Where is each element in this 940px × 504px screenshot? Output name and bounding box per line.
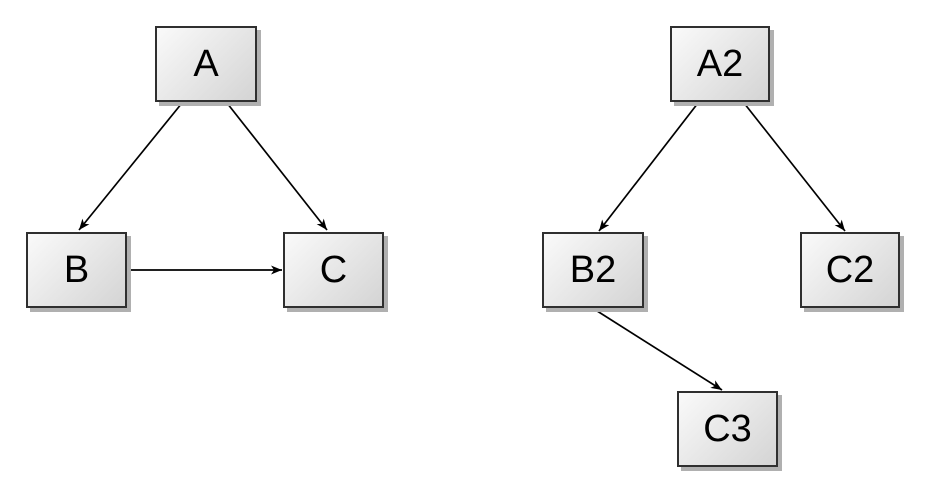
node-C2[interactable]: C2 — [800, 232, 900, 308]
edge-B2-C3 — [593, 308, 723, 391]
edge-A2-C2 — [743, 102, 846, 232]
edges-group — [78, 102, 846, 391]
node-label-C3: C3 — [703, 408, 752, 450]
node-B2[interactable]: B2 — [542, 232, 644, 308]
edge-A2-B2 — [598, 102, 699, 232]
node-label-A: A — [193, 43, 219, 85]
node-label-B: B — [63, 249, 90, 291]
node-A2[interactable]: A2 — [670, 26, 770, 102]
node-C3[interactable]: C3 — [677, 391, 778, 467]
edge-A-C — [226, 102, 328, 231]
node-C[interactable]: C — [283, 232, 384, 308]
node-B[interactable]: B — [26, 232, 127, 308]
node-label-C: C — [319, 249, 348, 291]
node-label-A2: A2 — [696, 43, 744, 85]
node-A[interactable]: A — [155, 26, 257, 102]
node-label-C2: C2 — [825, 249, 875, 291]
node-label-B2: B2 — [569, 249, 617, 291]
edge-A-B — [78, 102, 183, 231]
